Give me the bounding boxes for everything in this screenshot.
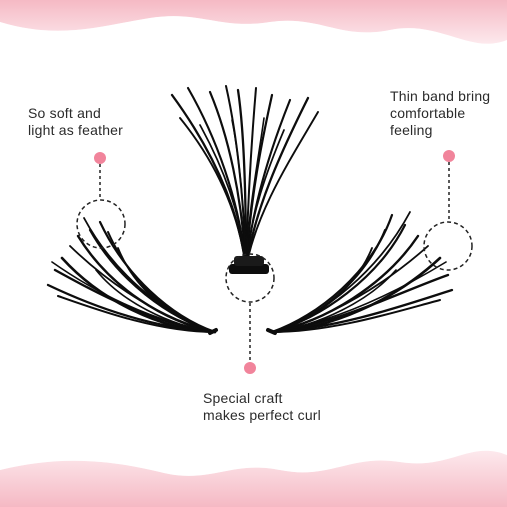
callout-left-marker — [76, 152, 126, 249]
callout-right-label: Thin band bring comfortable feeling — [390, 88, 490, 139]
callout-left-line-2: light as feather — [28, 122, 124, 138]
callout-bottom-line-1: Special craft — [203, 390, 283, 406]
lash-cluster-left — [46, 217, 218, 335]
callout-bottom-marker — [225, 253, 275, 374]
callout-left-label: So soft and light as feather — [28, 105, 123, 139]
top-wave-decoration — [0, 0, 507, 44]
callout-right-line-1: Thin band bring — [390, 88, 491, 104]
callout-right-line-2: comfortable — [390, 105, 466, 121]
pink-dot-icon — [94, 152, 106, 164]
lash-band-root — [234, 256, 264, 266]
dashed-circle-icon — [76, 199, 126, 249]
pink-dot-icon — [244, 362, 256, 374]
dashed-circle-icon — [423, 221, 473, 271]
lash-cluster-right — [266, 211, 454, 335]
bottom-wave-highlight — [0, 442, 507, 476]
callout-bottom-line-2: makes perfect curl — [203, 407, 321, 423]
top-wave-highlight — [0, 16, 507, 52]
callout-right-marker — [423, 150, 473, 271]
callout-bottom-label: Special craft makes perfect curl — [203, 390, 321, 424]
lash-cluster-center — [170, 85, 319, 270]
callout-left-line-1: So soft and — [28, 105, 102, 121]
bottom-wave-decoration — [0, 450, 507, 507]
dashed-circle-icon — [225, 253, 275, 303]
callout-right-line-3: feeling — [390, 122, 433, 138]
lash-band — [229, 264, 269, 274]
pink-dot-icon — [443, 150, 455, 162]
